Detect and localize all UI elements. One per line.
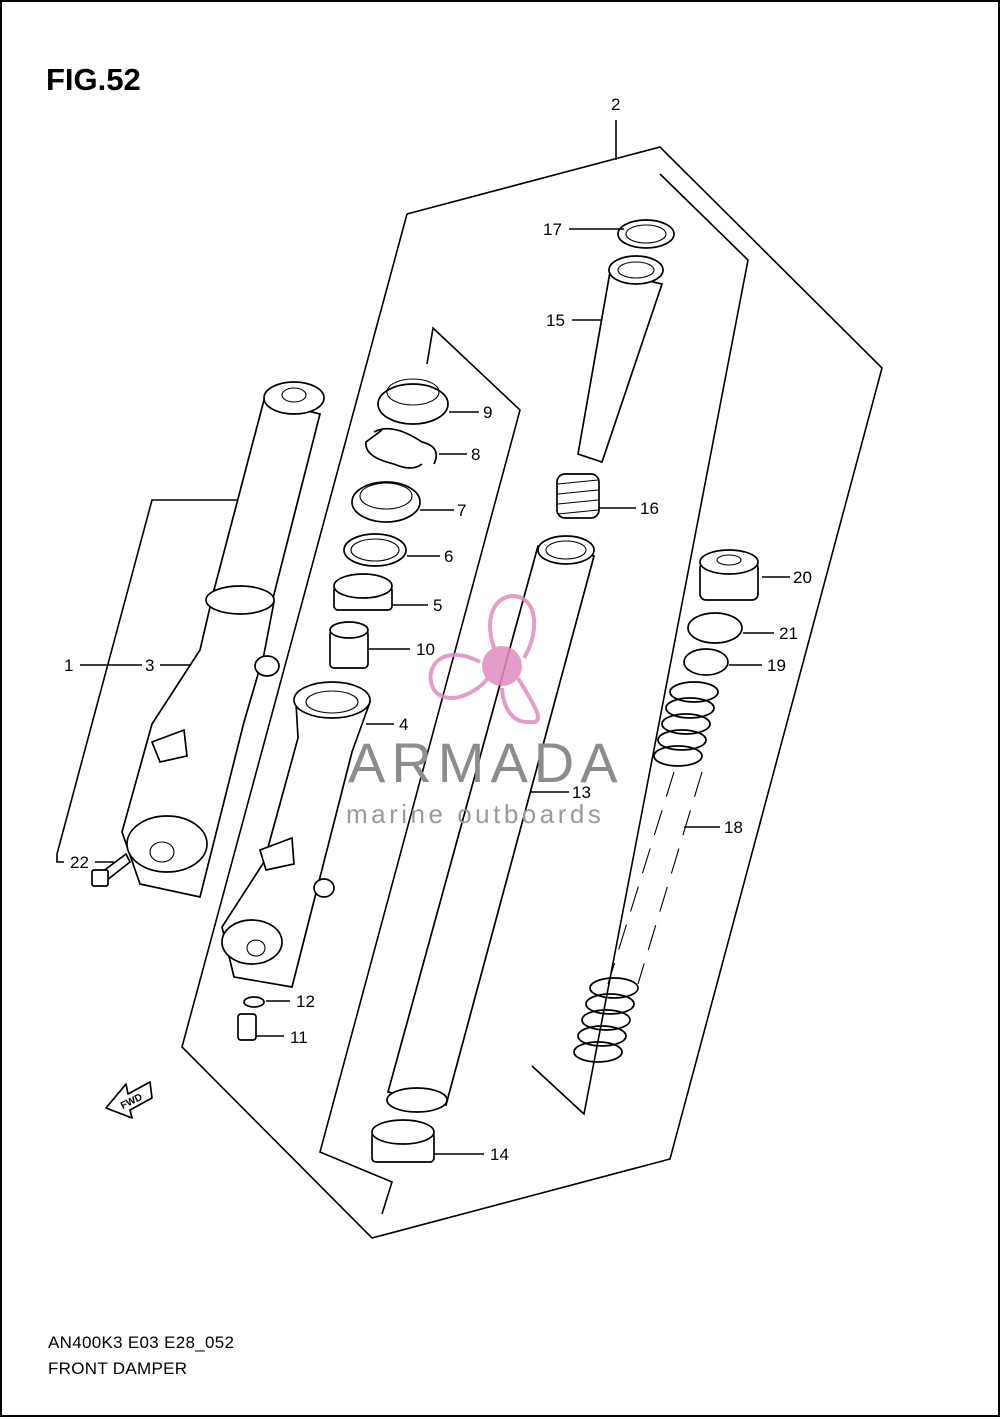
- callout-22: 22: [70, 853, 89, 872]
- callout-15: 15: [546, 311, 565, 330]
- seal-stack: [329, 378, 449, 669]
- callout-12: 12: [296, 992, 315, 1011]
- callout-2: 2: [611, 95, 620, 114]
- callout-5: 5: [433, 596, 442, 615]
- callout-14: 14: [490, 1145, 509, 1164]
- callout-11: 11: [290, 1028, 308, 1047]
- callout-3: 3: [145, 656, 154, 675]
- callout-labels: 1 2 3 4 5 6 7 8 9 10 11 12 13 14 15 16 1…: [64, 95, 812, 1164]
- callout-18: 18: [724, 818, 743, 837]
- fork-outer-tube-4: [221, 681, 372, 988]
- diagram-name: FRONT DAMPER: [48, 1359, 188, 1378]
- assembly-frame-13: [319, 173, 749, 1215]
- callout-20: 20: [793, 568, 812, 587]
- model-code: AN400K3 E03 E28_052: [48, 1333, 235, 1352]
- damper-rod-set: [556, 219, 675, 519]
- leader-lines: [80, 228, 790, 1155]
- figure-title: FIG.52: [46, 62, 141, 97]
- fwd-arrow-icon: FWD: [105, 1081, 153, 1119]
- fork-spring-18: [573, 681, 719, 1063]
- callout-10: 10: [416, 640, 435, 659]
- callout-9: 9: [483, 403, 492, 422]
- cap-bolt-set: [683, 549, 759, 676]
- callout-13: 13: [572, 783, 591, 802]
- propeller-logo-icon: [428, 593, 540, 725]
- slide-bush-14: [371, 1119, 435, 1163]
- callout-1: 1: [64, 656, 73, 675]
- drain-bolt-set: [237, 996, 265, 1041]
- callout-4: 4: [399, 715, 408, 734]
- callout-19: 19: [767, 656, 786, 675]
- watermark-brand: ARMADA: [348, 731, 624, 794]
- callout-7: 7: [457, 501, 466, 520]
- callout-8: 8: [471, 445, 480, 464]
- watermark-tagline: marine outboards: [346, 799, 605, 829]
- callout-6: 6: [444, 547, 453, 566]
- assembly-frame-1: [56, 499, 242, 863]
- inner-tube-13: [386, 535, 596, 1113]
- callout-16: 16: [640, 499, 659, 518]
- callout-21: 21: [779, 624, 798, 643]
- bolt-22: [91, 852, 132, 887]
- fork-leg-left: [121, 381, 325, 899]
- callout-17: 17: [543, 220, 562, 239]
- assembly-frame-2: [181, 120, 883, 1239]
